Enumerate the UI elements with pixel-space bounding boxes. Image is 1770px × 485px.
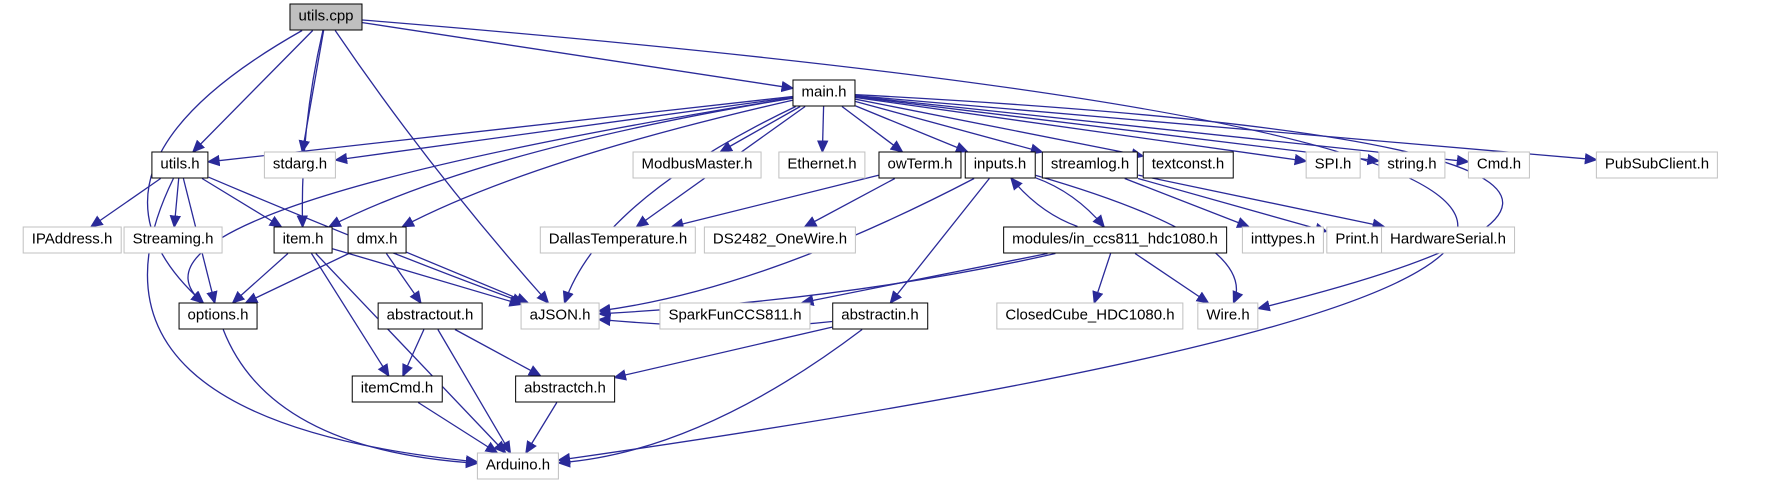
edge-utils-cpp--ajson-h bbox=[334, 30, 550, 304]
edge-main-h--item-h bbox=[327, 97, 793, 228]
node-ipaddress-h: IPAddress.h bbox=[22, 226, 122, 254]
edge-utils-h--streaming-h bbox=[169, 178, 182, 229]
edge-main-h--options-h bbox=[187, 97, 793, 304]
edge-item-h--arduino-h bbox=[315, 253, 507, 454]
edge-utils-cpp--stdarg-h bbox=[298, 30, 325, 154]
edge-inputs-h--abstractin-h bbox=[889, 178, 990, 305]
edge-item-h--ajson-h bbox=[332, 248, 523, 307]
edge-main-h--owterm-h bbox=[841, 105, 904, 153]
node-main-h[interactable]: main.h bbox=[792, 79, 856, 107]
edge-utils-h--item-h bbox=[201, 177, 283, 228]
edge-main-h--ajson-h bbox=[562, 105, 796, 305]
edge-main-h--ethernet-h bbox=[816, 106, 829, 154]
node-string-h: string.h bbox=[1378, 151, 1446, 179]
edge-abstractin-h--abstractch-h bbox=[613, 326, 833, 381]
edge-abstractch-h--arduino-h bbox=[525, 402, 558, 455]
node-utils-cpp: utils.cpp bbox=[289, 3, 363, 31]
edge-main-h--textconst-h bbox=[855, 98, 1145, 160]
edge-streamlog-h--hardwareserial-h bbox=[1138, 174, 1386, 230]
edge-modules-in-ccs811-hdc1080-h--sparkfunccs811-h bbox=[800, 252, 1048, 306]
edge-dmx-h--options-h bbox=[244, 252, 350, 304]
node-utils-h[interactable]: utils.h bbox=[151, 151, 209, 179]
edge-main-h--dmx-h bbox=[401, 99, 793, 228]
edge-utils-h--ipaddress-h bbox=[89, 177, 161, 228]
edge-streamlog-h--print-h bbox=[1137, 177, 1329, 234]
edge-utils-cpp--main-h bbox=[362, 21, 795, 93]
edge-dmx-h--ajson-h bbox=[406, 251, 530, 304]
edge-main-h--streamlog-h bbox=[855, 100, 1044, 155]
node-streamlog-h[interactable]: streamlog.h bbox=[1041, 151, 1139, 179]
edge-owterm-h--ds2482-onewire-h bbox=[803, 177, 896, 228]
edge-main-h--inputs-h bbox=[855, 105, 969, 153]
node-sparkfunccs811-h: SparkFunCCS811.h bbox=[659, 302, 811, 330]
edge-abstractout-h--itemcmd-h bbox=[402, 329, 425, 378]
node-abstractch-h[interactable]: abstractch.h bbox=[515, 375, 615, 403]
edge-utils-cpp--utils-h bbox=[191, 30, 314, 153]
edge-itemcmd-h--arduino-h bbox=[417, 401, 499, 454]
node-wire-h: Wire.h bbox=[1197, 302, 1259, 330]
node-streaming-h: Streaming.h bbox=[123, 226, 223, 254]
node-owterm-h[interactable]: owTerm.h bbox=[878, 151, 962, 179]
node-options-h[interactable]: options.h bbox=[178, 302, 258, 330]
node-abstractout-h[interactable]: abstractout.h bbox=[377, 302, 483, 330]
edge-item-h--options-h bbox=[231, 253, 289, 304]
edge-streamlog-h--inttypes-h bbox=[1124, 177, 1251, 228]
node-textconst-h[interactable]: textconst.h bbox=[1142, 151, 1234, 179]
node-cmd-h: Cmd.h bbox=[1467, 151, 1531, 179]
edge-abstractout-h--abstractch-h bbox=[454, 328, 542, 377]
edge-main-h--spi-h bbox=[855, 96, 1308, 166]
node-arduino-h: Arduino.h bbox=[476, 452, 560, 480]
node-inputs-h[interactable]: inputs.h bbox=[964, 151, 1036, 179]
node-ajson-h: aJSON.h bbox=[520, 302, 600, 330]
edge-main-h--modbusmaster-h bbox=[719, 105, 801, 153]
node-hardwareserial-h: HardwareSerial.h bbox=[1381, 226, 1515, 254]
node-dmx-h[interactable]: dmx.h bbox=[347, 226, 407, 254]
node-stdarg-h: stdarg.h bbox=[263, 151, 337, 179]
edge-modules-in-ccs811-hdc1080-h--wire-h bbox=[1134, 252, 1210, 304]
edge-main-h--stdarg-h bbox=[334, 96, 793, 165]
edge-utils-cpp--arduino-h bbox=[362, 19, 1459, 465]
edge-abstractout-h--arduino-h bbox=[437, 329, 512, 455]
edge-options-h--arduino-h bbox=[222, 329, 479, 469]
node-modules-in-ccs811-hdc1080-h[interactable]: modules/in_ccs811_hdc1080.h bbox=[1003, 226, 1227, 254]
edge-inputs-h--modules-in-ccs811-hdc1080-h bbox=[1035, 177, 1106, 228]
node-print-h: Print.h bbox=[1326, 226, 1388, 254]
node-inttypes-h: inttypes.h bbox=[1241, 226, 1325, 254]
node-modbusmaster-h: ModbusMaster.h bbox=[632, 151, 762, 179]
node-pubsubclient-h: PubSubClient.h bbox=[1595, 151, 1719, 179]
node-abstractin-h[interactable]: abstractin.h bbox=[832, 302, 928, 330]
node-dallastemperature-h: DallasTemperature.h bbox=[539, 226, 697, 254]
edge-modules-in-ccs811-hdc1080-h--inputs-h bbox=[1010, 177, 1078, 228]
edge-owterm-h--dallastemperature-h bbox=[670, 174, 879, 230]
edge-modules-in-ccs811-hdc1080-h--closedcube-hdc1080-h bbox=[1092, 253, 1112, 305]
edge-main-h--wire-h bbox=[855, 94, 1504, 312]
node-closedcube-hdc1080-h: ClosedCube_HDC1080.h bbox=[996, 302, 1184, 330]
node-ds2482-onewire-h: DS2482_OneWire.h bbox=[703, 226, 857, 254]
edge-main-h--pubsubclient-h bbox=[855, 95, 1598, 165]
node-spi-h: SPI.h bbox=[1305, 151, 1361, 179]
node-itemcmd-h[interactable]: itemCmd.h bbox=[351, 375, 443, 403]
node-item-h[interactable]: item.h bbox=[273, 226, 333, 254]
edge-inputs-h--ajson-h bbox=[597, 177, 975, 316]
edge-abstractin-h--arduino-h bbox=[557, 328, 863, 468]
node-ethernet-h: Ethernet.h bbox=[778, 151, 866, 179]
edge-dmx-h--abstractout-h bbox=[385, 253, 422, 305]
